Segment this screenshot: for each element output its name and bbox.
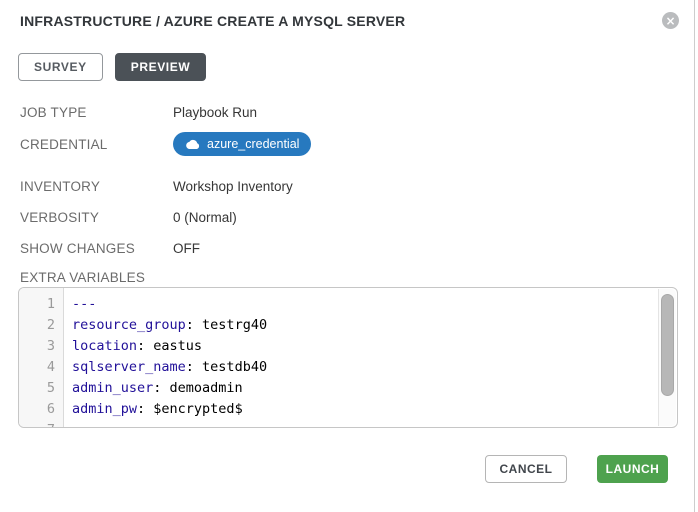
line-number: 1 [46, 296, 55, 312]
line-number: 4 [46, 359, 55, 375]
code-line: sqlserver_name: testdb40 [72, 359, 268, 375]
show-changes-value: OFF [173, 241, 200, 256]
inventory-row: INVENTORY Workshop Inventory [20, 179, 293, 194]
verbosity-row: VERBOSITY 0 (Normal) [20, 210, 237, 225]
job-type-value: Playbook Run [173, 105, 258, 120]
extra-variables-editor[interactable]: 1 2 3 4 5 6 7 --- resource_group: testrg… [18, 287, 678, 428]
modal-right-border [694, 0, 695, 512]
line-number: 6 [46, 401, 55, 417]
close-button[interactable]: × [662, 12, 679, 29]
tab-preview[interactable]: PREVIEW [114, 53, 207, 81]
line-number: 3 [46, 338, 55, 354]
cloud-icon [186, 139, 200, 149]
editor-scrollbar-track[interactable] [658, 289, 676, 426]
modal-title: INFRASTRUCTURE / AZURE CREATE A MYSQL SE… [20, 13, 406, 29]
code-line: --- [72, 296, 97, 312]
code-line: admin_user: demoadmin [72, 380, 243, 396]
credential-badge-label: azure_credential [207, 137, 300, 151]
code-line: resource_group: testrg40 [72, 317, 268, 333]
inventory-value: Workshop Inventory [173, 179, 293, 194]
job-type-row: JOB TYPE Playbook Run [20, 105, 257, 120]
code-line: admin_pw: $encrypted$ [72, 401, 243, 417]
line-number: 5 [46, 380, 55, 396]
credential-label: CREDENTIAL [20, 136, 108, 152]
verbosity-value: 0 (Normal) [173, 210, 237, 225]
cancel-button[interactable]: CANCEL [485, 455, 567, 483]
job-type-label: JOB TYPE [20, 105, 87, 120]
line-number-gutter: 1 2 3 4 5 6 7 [19, 288, 64, 427]
show-changes-row: SHOW CHANGES OFF [20, 241, 200, 256]
tab-bar: SURVEY PREVIEW [18, 53, 207, 81]
launch-button[interactable]: LAUNCH [597, 455, 668, 483]
line-number: 2 [46, 317, 55, 333]
editor-scrollbar-thumb[interactable] [661, 294, 674, 396]
line-number: 7 [19, 420, 63, 427]
extra-variables-label: EXTRA VARIABLES [20, 270, 146, 285]
close-icon: × [665, 13, 676, 28]
tab-survey[interactable]: SURVEY [18, 53, 103, 81]
verbosity-label: VERBOSITY [20, 210, 100, 225]
inventory-label: INVENTORY [20, 179, 101, 194]
credential-badge[interactable]: azure_credential [173, 132, 312, 156]
credential-row: CREDENTIAL azure_credential [20, 132, 312, 156]
show-changes-label: SHOW CHANGES [20, 241, 135, 256]
code-line [72, 420, 677, 427]
code-area: --- resource_group: testrg40 location: e… [64, 288, 677, 427]
code-line: location: eastus [72, 338, 203, 354]
